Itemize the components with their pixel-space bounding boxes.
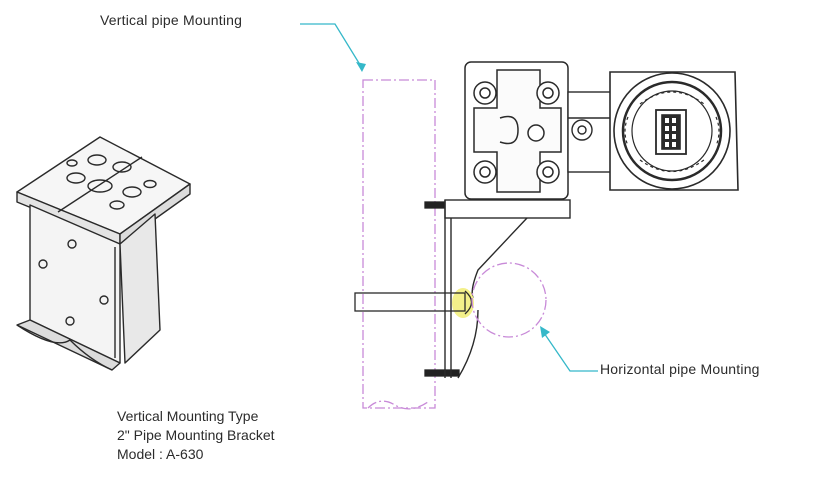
vertical-pipe <box>362 79 436 410</box>
transmitter-body <box>464 61 569 200</box>
caption-line-type: Vertical Mounting Type <box>117 408 259 424</box>
caption-line-model: Model : A-630 <box>117 445 275 464</box>
bracket-caption: Vertical Mounting Type 2" Pipe Mounting … <box>117 407 275 464</box>
bracket-isometric <box>16 136 191 371</box>
leader-lines <box>300 23 598 372</box>
horizontal-pipe <box>471 262 547 338</box>
leader-arrowheads <box>356 62 550 338</box>
horizontal-bolt <box>354 288 474 318</box>
caption-line-bracket: 2" Pipe Mounting Bracket <box>117 427 275 443</box>
horizontal-pipe-mounting-label: Horizontal pipe Mounting <box>600 361 760 377</box>
vertical-pipe-mounting-label: Vertical pipe Mounting <box>100 12 243 28</box>
model-label: Model : <box>117 446 167 462</box>
model-value: A-630 <box>166 446 204 462</box>
bracket-side-view <box>444 199 571 379</box>
u-bolts <box>424 201 460 377</box>
transmitter-housing <box>609 71 739 191</box>
